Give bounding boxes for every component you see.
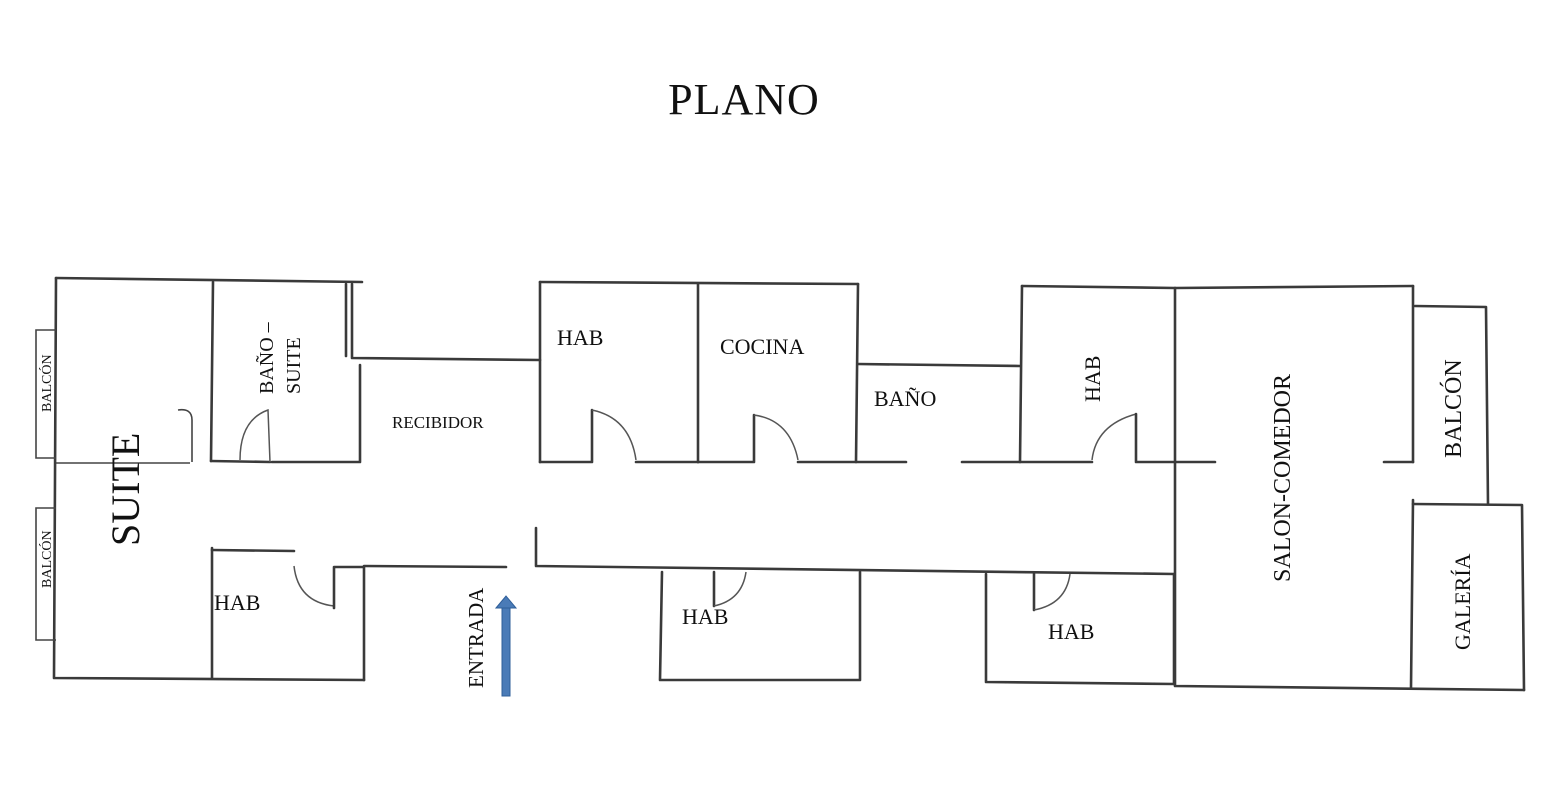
hab-bottom-3-label: HAB xyxy=(1048,619,1094,644)
plan-title: PLANO xyxy=(668,75,820,124)
balcon-bottom-label: BALCÓN xyxy=(38,530,55,588)
suite-label: SUITE xyxy=(103,433,148,546)
recibidor-label: RECIBIDOR xyxy=(392,413,484,432)
hab-bottom-1-label: HAB xyxy=(214,590,260,615)
bano-suite-label-line2: SUITE xyxy=(283,337,305,394)
bano-suite-label-line1: BAÑO – xyxy=(254,321,278,394)
hab-top-2-label: HAB xyxy=(1080,356,1105,402)
entrada-arrow-icon xyxy=(494,595,518,697)
hab-top-1-label: HAB xyxy=(557,325,603,350)
walls xyxy=(35,276,1526,692)
hab-bottom-2-label: HAB xyxy=(682,604,728,629)
salon-comedor-label: SALON-COMEDOR xyxy=(1270,374,1296,582)
balcon-top-label: BALCÓN xyxy=(38,354,55,412)
entrada-label: ENTRADA xyxy=(464,587,488,688)
balcon-right-label: BALCÓN xyxy=(1440,359,1467,458)
cocina-label: COCINA xyxy=(720,334,804,359)
bano-label: BAÑO xyxy=(874,386,936,411)
galeria-label: GALERÍA xyxy=(1450,553,1475,650)
